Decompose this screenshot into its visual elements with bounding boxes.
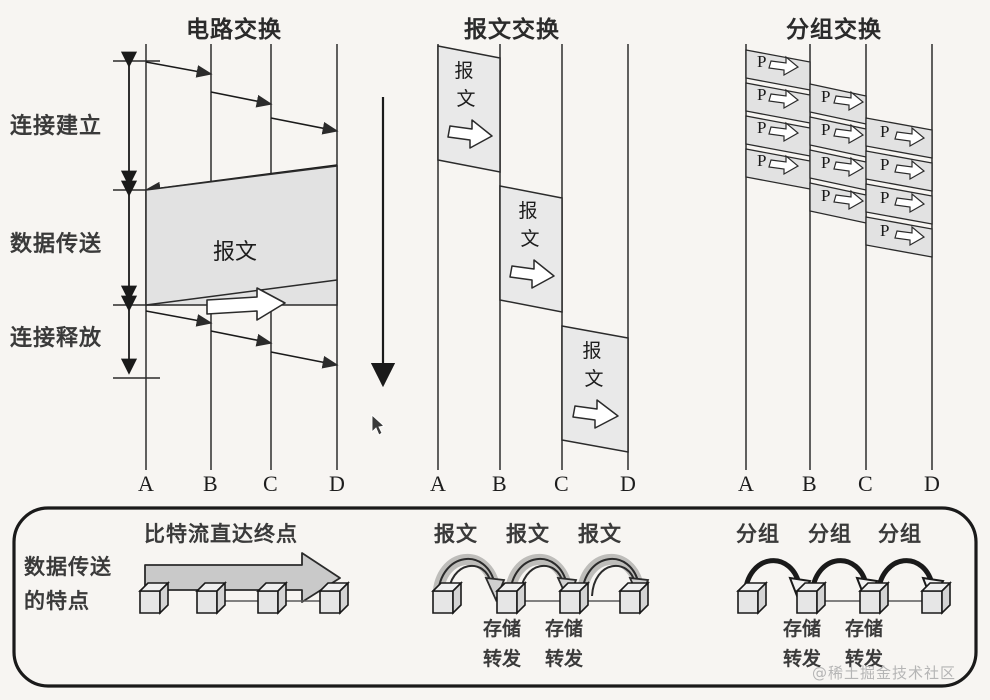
packet-node-c: C — [858, 471, 873, 496]
packet-node-b: B — [802, 471, 817, 496]
panel-title-circuit: 电路交换 — [186, 17, 282, 43]
legend-message-caption-3: 报文 — [578, 522, 622, 546]
legend-row-label-line2: 的特点 — [24, 589, 90, 613]
phase-label-setup: 连接建立 — [10, 114, 103, 139]
legend-packet-caption-3: 分组 — [878, 522, 922, 546]
packet-hop-cd — [865, 117, 933, 258]
legend-message-forward-1: 转发 — [482, 648, 521, 670]
circuit-release-arrows — [145, 310, 339, 369]
circuit-node-a: A — [138, 471, 154, 496]
packet-switching-panel — [745, 44, 933, 470]
legend-packet-store-1: 存储 — [782, 618, 821, 640]
legend-message-forward-2: 转发 — [544, 648, 583, 670]
watermark: @稀土掘金技术社区 — [812, 664, 957, 682]
legend-message-store-1: 存储 — [482, 618, 521, 640]
legend-packet-caption-2: 分组 — [808, 522, 852, 546]
legend-packet-store-2: 存储 — [844, 618, 883, 640]
packet-hop-ab — [745, 49, 811, 190]
legend-message-nodes — [431, 581, 650, 615]
circuit-node-d: D — [329, 471, 345, 496]
circuit-data-block — [145, 165, 338, 321]
legend-bitstream-arrow — [144, 552, 341, 603]
legend-message-caption-2: 报文 — [506, 522, 550, 546]
legend-circuit-caption: 比特流直达终点 — [144, 522, 298, 546]
packet-node-a: A — [738, 471, 754, 496]
message-block-bc — [499, 185, 563, 313]
legend-circuit-nodes — [138, 581, 350, 615]
message-node-a: A — [430, 471, 446, 496]
packet-hop-bc — [809, 83, 867, 224]
circuit-switching-panel — [113, 44, 339, 470]
circuit-flow-arrow — [206, 287, 286, 321]
message-flow-arrow-ab — [447, 119, 493, 149]
message-block-cd — [561, 325, 629, 453]
circuit-node-b: B — [203, 471, 218, 496]
legend-packet — [736, 558, 952, 615]
panel-title-packet: 分组交换 — [786, 17, 882, 43]
legend-packet-forward-2: 转发 — [844, 648, 883, 670]
phase-label-release: 连接释放 — [10, 326, 103, 351]
mouse-cursor — [371, 413, 385, 436]
panel-title-message: 报文交换 — [464, 17, 560, 43]
message-node-c: C — [554, 471, 569, 496]
legend-message-caption-1: 报文 — [434, 522, 478, 546]
legend-packet-nodes — [736, 581, 952, 615]
legend-packet-caption-1: 分组 — [736, 522, 780, 546]
legend-row-label-line1: 数据传送 — [24, 555, 112, 579]
message-switching-panel — [437, 44, 629, 470]
message-node-d: D — [620, 471, 636, 496]
message-flow-arrow-cd — [572, 399, 619, 429]
message-block-ab — [437, 45, 501, 173]
legend-panel-frame — [12, 506, 978, 688]
legend-circuit — [138, 552, 350, 615]
packet-node-d: D — [924, 471, 940, 496]
message-flow-arrow-bc — [509, 259, 555, 289]
circuit-node-c: C — [263, 471, 278, 496]
legend-message — [431, 554, 650, 615]
legend-packet-forward-1: 转发 — [782, 648, 821, 670]
legend-message-store-2: 存储 — [544, 618, 583, 640]
message-node-b: B — [492, 471, 507, 496]
phase-label-transfer: 数据传送 — [10, 232, 103, 257]
